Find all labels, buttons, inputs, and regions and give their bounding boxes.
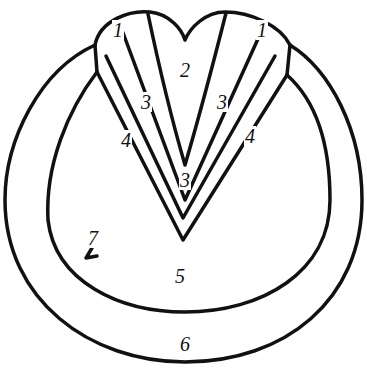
heel-edge [95,45,290,75]
frog-center [148,13,226,165]
frog-line [106,56,275,218]
outer-wall [5,45,362,362]
pointer-arrow [86,248,97,258]
frog-line [97,72,287,240]
callout-number: 4 [120,130,132,150]
callout-number: 1 [112,20,124,40]
callout-number: 3 [179,170,191,190]
callout-number: 6 [179,334,191,354]
callout-number: 4 [244,126,256,146]
callout-number: 5 [174,266,186,286]
callout-number: 2 [179,60,191,80]
callout-number: 3 [216,92,228,112]
callout-number: 7 [87,228,99,248]
callout-number: 3 [140,92,152,112]
callout-number: 1 [256,20,268,40]
